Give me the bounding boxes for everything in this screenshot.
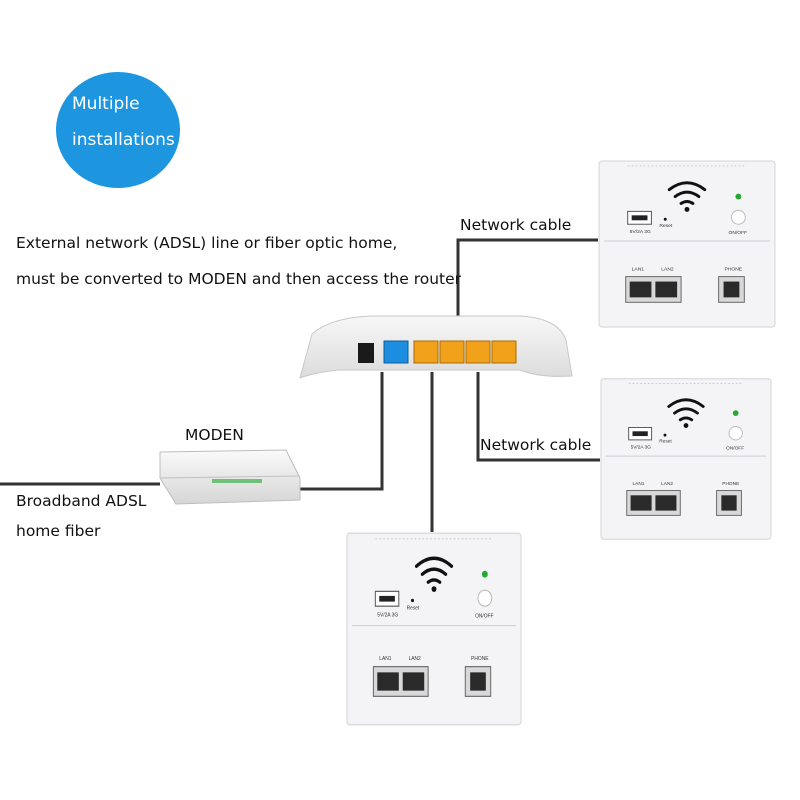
note-line-1: External network (ADSL) line or fiber op… <box>16 234 398 252</box>
svg-text:PHONE: PHONE <box>471 656 489 662</box>
svg-text:ON/OFF: ON/OFF <box>475 613 494 619</box>
router-lan-port <box>491 340 517 364</box>
cable-router-panel-right <box>476 372 600 462</box>
svg-text:LAN1: LAN1 <box>379 656 391 662</box>
svg-text:LAN2: LAN2 <box>661 481 673 487</box>
router-lan-port <box>413 340 439 364</box>
moden-label: MODEN <box>185 426 244 444</box>
svg-text:LAN1: LAN1 <box>632 481 644 487</box>
svg-text:LAN1: LAN1 <box>632 267 645 273</box>
router-lan-port <box>439 340 465 364</box>
svg-text:ON/OFF: ON/OFF <box>726 445 744 451</box>
wall-panel-1: ON/OFF 5V/2A 3G Reset LAN1 LAN2 PHONE <box>598 160 776 328</box>
router-power-port <box>358 343 374 363</box>
wifi-icon <box>414 556 454 584</box>
power-button <box>728 426 743 441</box>
broadband-label-line-2: home fiber <box>16 522 101 540</box>
power-led <box>735 193 742 200</box>
multiple-installations-badge: Multiple installations <box>56 72 180 188</box>
svg-text:5V/2A 3G: 5V/2A 3G <box>631 444 652 450</box>
wall-panel-3: ON/OFF 5V/2A 3G Reset LAN1 LAN2 PHONE <box>346 532 522 726</box>
svg-text:LAN2: LAN2 <box>409 656 421 662</box>
svg-text:LAN2: LAN2 <box>661 267 674 273</box>
wifi-icon <box>667 398 705 422</box>
svg-text:PHONE: PHONE <box>722 481 739 487</box>
power-button <box>477 589 493 607</box>
network-cable-label-mid: Network cable <box>480 436 592 454</box>
svg-text:5V/2A 3G: 5V/2A 3G <box>377 612 398 618</box>
router-wan-port <box>383 340 409 364</box>
svg-text:Reset: Reset <box>407 605 420 611</box>
cable-router-panel-top <box>456 238 598 336</box>
note-line-2: must be converted to MODEN and then acce… <box>16 270 462 288</box>
badge-line-2: installations <box>72 130 175 150</box>
badge-line-1: Multiple <box>72 94 140 114</box>
router-lan-port <box>465 340 491 364</box>
cable-modem-router <box>300 372 384 491</box>
svg-text:Reset: Reset <box>659 223 673 229</box>
network-cable-label-top: Network cable <box>460 216 572 234</box>
power-led <box>732 410 739 416</box>
svg-text:5V/2A 3G: 5V/2A 3G <box>630 229 651 235</box>
svg-text:Reset: Reset <box>659 439 672 445</box>
wifi-icon <box>667 181 707 205</box>
wall-panel-2: ON/OFF 5V/2A 3G Reset LAN1 LAN2 PHONE <box>600 378 772 540</box>
svg-text:PHONE: PHONE <box>725 267 743 273</box>
power-button <box>730 209 746 225</box>
svg-text:ON/OFF: ON/OFF <box>729 230 748 236</box>
broadband-label-line-1: Broadband ADSL <box>16 492 147 510</box>
power-led <box>481 570 488 578</box>
